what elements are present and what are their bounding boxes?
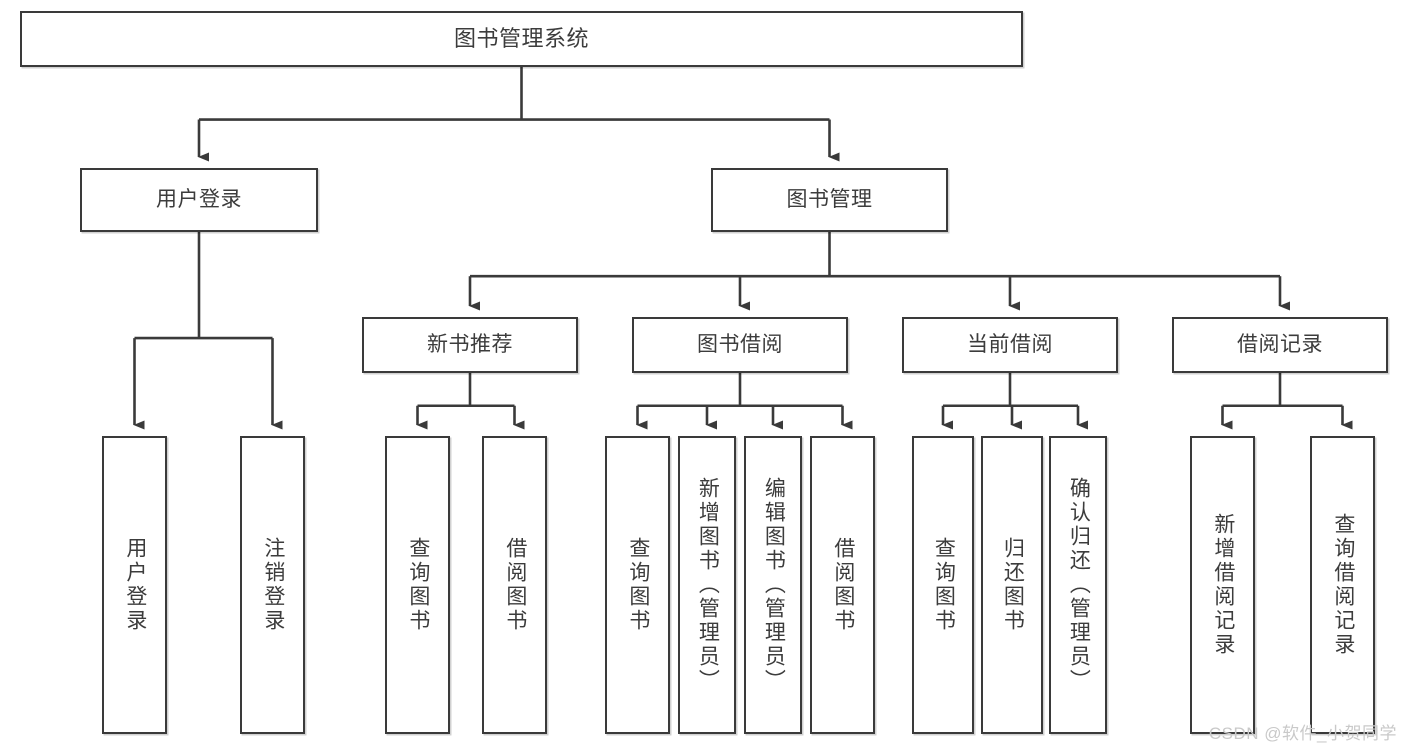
node-label: 查询图书 bbox=[406, 537, 430, 633]
node-leaf-login[interactable]: 用户登录 bbox=[102, 436, 167, 734]
node-label: 图书借阅 bbox=[697, 332, 783, 356]
node-label: 新书推荐 bbox=[427, 332, 513, 356]
node-leaf-q2[interactable]: 查询图书 bbox=[605, 436, 670, 734]
node-label: 图书管理系统 bbox=[453, 26, 589, 52]
node-label: 图书管理 bbox=[786, 187, 873, 211]
node-bookmgmt[interactable]: 图书管理 bbox=[711, 168, 948, 232]
node-label: 编辑图书（管理员） bbox=[762, 477, 786, 693]
node-label: 新增图书（管理员） bbox=[696, 477, 720, 693]
node-label: 注销登录 bbox=[261, 537, 285, 633]
node-leaf-q3[interactable]: 查询图书 bbox=[912, 436, 974, 734]
node-label: 用户登录 bbox=[123, 537, 147, 633]
node-leaf-qrec[interactable]: 查询借阅记录 bbox=[1310, 436, 1375, 734]
node-label: 当前借阅 bbox=[967, 332, 1053, 356]
node-label: 确认归还（管理员） bbox=[1067, 477, 1091, 693]
node-leaf-conf[interactable]: 确认归还（管理员） bbox=[1049, 436, 1107, 734]
node-newrec[interactable]: 新书推荐 bbox=[362, 317, 578, 373]
node-current[interactable]: 当前借阅 bbox=[902, 317, 1118, 373]
node-label: 查询图书 bbox=[626, 537, 650, 633]
node-root[interactable]: 图书管理系统 bbox=[20, 11, 1023, 67]
node-label: 查询图书 bbox=[932, 537, 956, 633]
node-label: 借阅图书 bbox=[831, 537, 855, 633]
node-leaf-logout[interactable]: 注销登录 bbox=[240, 436, 305, 734]
node-label: 新增借阅记录 bbox=[1211, 513, 1235, 657]
node-leaf-edit[interactable]: 编辑图书（管理员） bbox=[744, 436, 802, 734]
node-label: 查询借阅记录 bbox=[1331, 513, 1355, 657]
node-borrow[interactable]: 图书借阅 bbox=[632, 317, 848, 373]
node-leaf-addrec[interactable]: 新增借阅记录 bbox=[1190, 436, 1255, 734]
node-label: 用户登录 bbox=[156, 187, 242, 211]
node-leaf-ret[interactable]: 归还图书 bbox=[981, 436, 1043, 734]
node-label: 借阅记录 bbox=[1237, 332, 1323, 356]
node-records[interactable]: 借阅记录 bbox=[1172, 317, 1388, 373]
node-leaf-q1[interactable]: 查询图书 bbox=[385, 436, 450, 734]
node-label: 归还图书 bbox=[1001, 537, 1025, 633]
node-login[interactable]: 用户登录 bbox=[80, 168, 318, 232]
node-leaf-add[interactable]: 新增图书（管理员） bbox=[678, 436, 736, 734]
node-leaf-b1[interactable]: 借阅图书 bbox=[482, 436, 547, 734]
node-label: 借阅图书 bbox=[503, 537, 527, 633]
node-leaf-b2[interactable]: 借阅图书 bbox=[810, 436, 875, 734]
